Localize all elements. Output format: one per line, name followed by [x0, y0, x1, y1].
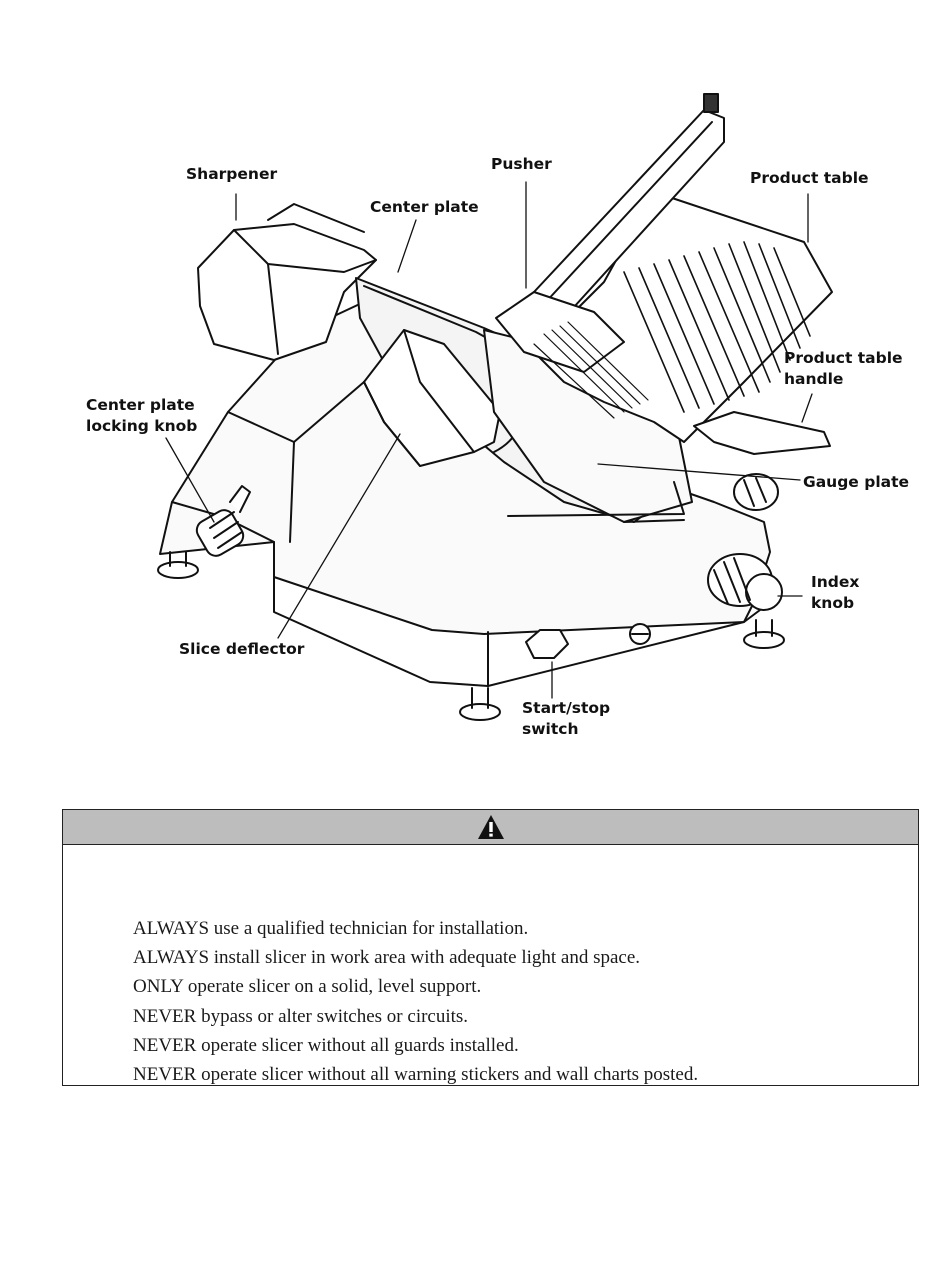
- foot-right: [743, 631, 785, 649]
- label-gauge-plate: Gauge plate: [803, 473, 910, 491]
- warning-item: NEVER operate slicer without all guards …: [133, 1034, 519, 1056]
- leader-locking-knob: [165, 437, 215, 523]
- warning-list: ALWAYS use a qualified technician for in…: [133, 914, 698, 1089]
- sharpener-body: [197, 223, 377, 361]
- index-knob-shape: [707, 553, 783, 611]
- leader-gauge-plate: [597, 463, 801, 481]
- foot-left: [157, 561, 199, 579]
- label-sharpener: Sharpener: [186, 165, 278, 183]
- leader-slice-deflector: [277, 433, 401, 639]
- slicer-diagram: Sharpener Center plate Pusher Product ta…: [64, 82, 920, 752]
- label-pusher: Pusher: [491, 155, 552, 173]
- leader-center-plate: [397, 219, 417, 273]
- label-center-plate: Center plate: [370, 198, 479, 216]
- label-product-table: Product table: [750, 169, 869, 187]
- foot-front: [459, 703, 501, 721]
- warning-header: [63, 810, 918, 845]
- warning-triangle-icon: [477, 815, 504, 839]
- leader-table-handle: [801, 393, 813, 423]
- warning-item: NEVER bypass or alter switches or circui…: [133, 1005, 469, 1027]
- label-slice-deflector: Slice deflector: [179, 640, 305, 658]
- warning-item: ALWAYS install slicer in work area with …: [133, 947, 641, 969]
- product-table-handle-shape: [693, 411, 831, 455]
- label-start-stop-switch: Start/stop switch: [522, 699, 611, 738]
- label-center-plate-locking-knob: Center plate locking knob: [86, 396, 198, 435]
- slicer-drawing: [157, 93, 833, 721]
- label-index-knob: Index knob: [811, 573, 860, 612]
- pusher-head: [495, 291, 625, 373]
- warning-item: ALWAYS use a qualified technician for in…: [133, 918, 529, 939]
- warning-item: NEVER operate slicer without all warning…: [133, 1064, 699, 1086]
- label-product-table-handle: Product table handle: [784, 349, 903, 388]
- warning-box: ALWAYS use a qualified technician for in…: [62, 809, 919, 1086]
- pusher-cap: [703, 93, 719, 113]
- start-stop-switch-shape: [525, 629, 569, 659]
- warning-item: ONLY operate slicer on a solid, level su…: [133, 976, 482, 998]
- pusher-arm: [533, 109, 725, 319]
- center-plate-locking-knob-shape: [195, 485, 251, 557]
